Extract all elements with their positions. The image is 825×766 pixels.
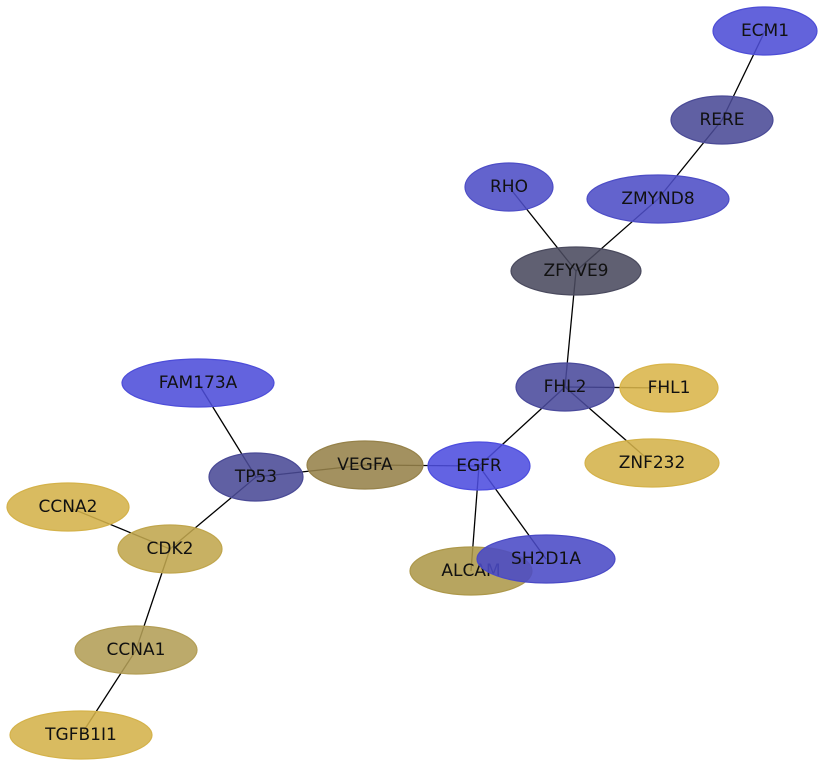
node-egfr[interactable]: EGFR: [427, 441, 531, 491]
node-shape[interactable]: [464, 162, 554, 212]
node-shape[interactable]: [476, 534, 616, 584]
node-cdk2[interactable]: CDK2: [117, 524, 223, 574]
node-ccna1[interactable]: CCNA1: [74, 625, 198, 675]
node-shape[interactable]: [74, 625, 198, 675]
node-label: VEGFA: [337, 455, 393, 475]
node-shape[interactable]: [117, 524, 223, 574]
node-label: EGFR: [456, 456, 502, 476]
node-label: ECM1: [741, 21, 789, 41]
node-rho[interactable]: RHO: [464, 162, 554, 212]
node-shape[interactable]: [586, 174, 730, 224]
node-shape[interactable]: [9, 710, 153, 760]
node-label: ZMYND8: [621, 189, 694, 209]
node-shape[interactable]: [584, 438, 720, 488]
node-shape[interactable]: [510, 246, 642, 296]
node-fhl2[interactable]: FHL2: [515, 362, 615, 412]
node-label: ZNF232: [619, 453, 686, 473]
node-tp53[interactable]: TP53: [208, 452, 304, 502]
node-shape[interactable]: [427, 441, 531, 491]
node-shape[interactable]: [121, 358, 275, 408]
node-znf232[interactable]: ZNF232: [584, 438, 720, 488]
node-shape[interactable]: [619, 363, 719, 413]
node-fhl1[interactable]: FHL1: [619, 363, 719, 413]
node-shape[interactable]: [208, 452, 304, 502]
node-fam173a[interactable]: FAM173A: [121, 358, 275, 408]
node-label: FAM173A: [159, 373, 238, 393]
node-zfyve9[interactable]: ZFYVE9: [510, 246, 642, 296]
node-label: CDK2: [147, 539, 194, 559]
node-label: CCNA2: [39, 497, 98, 517]
node-label: TP53: [234, 467, 277, 487]
node-zmynd8[interactable]: ZMYND8: [586, 174, 730, 224]
node-vegfa[interactable]: VEGFA: [306, 440, 424, 490]
node-label: ZFYVE9: [544, 261, 609, 281]
node-shape[interactable]: [670, 95, 774, 145]
node-shape[interactable]: [515, 362, 615, 412]
node-tgfb1i1[interactable]: TGFB1I1: [9, 710, 153, 760]
node-label: RHO: [490, 177, 528, 197]
node-shape[interactable]: [6, 482, 130, 532]
node-label: FHL2: [544, 377, 587, 397]
node-label: CCNA1: [107, 640, 166, 660]
node-ccna2[interactable]: CCNA2: [6, 482, 130, 532]
node-shape[interactable]: [306, 440, 424, 490]
node-label: FHL1: [648, 378, 691, 398]
node-label: SH2D1A: [511, 549, 581, 569]
node-ecm1[interactable]: ECM1: [712, 6, 818, 56]
node-sh2d1a[interactable]: SH2D1A: [476, 534, 616, 584]
node-shape[interactable]: [712, 6, 818, 56]
node-rere[interactable]: RERE: [670, 95, 774, 145]
node-label: RERE: [699, 110, 744, 130]
node-label: TGFB1I1: [44, 725, 117, 745]
